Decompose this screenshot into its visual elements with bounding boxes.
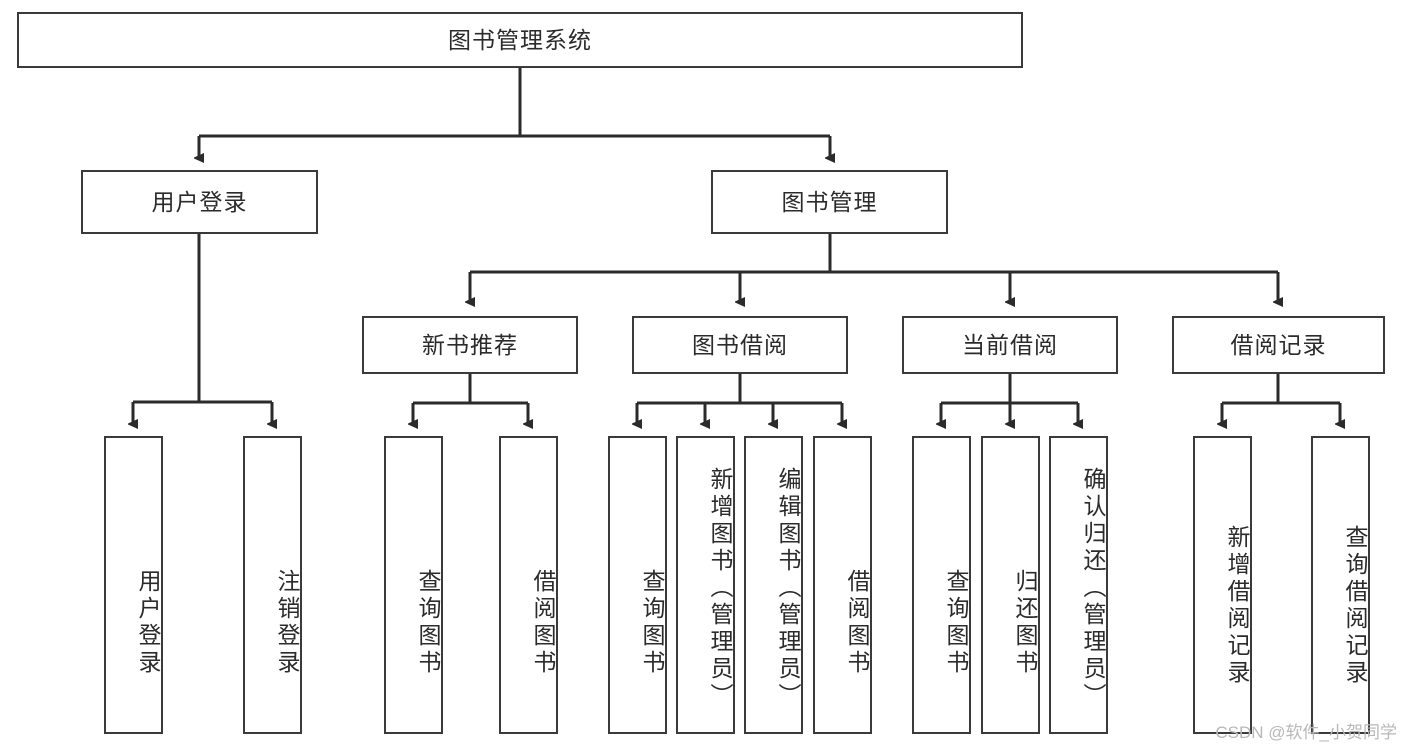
- node-book-borrow[interactable]: 图书借阅: [632, 316, 848, 374]
- node-label: 图书管理: [781, 188, 878, 215]
- node-new-book-recommend[interactable]: 新书推荐: [362, 316, 578, 374]
- node-label: 编辑图书（管理员）: [775, 466, 801, 710]
- node-label: 新增图书（管理员）: [707, 466, 733, 710]
- node-user-login[interactable]: 用户登录: [81, 170, 318, 234]
- node-label: 当前借阅: [962, 331, 1058, 358]
- node-current-borrow[interactable]: 当前借阅: [902, 316, 1118, 374]
- leaf-new-book-query[interactable]: 查询图书: [384, 436, 443, 734]
- node-book-management[interactable]: 图书管理: [711, 170, 948, 234]
- leaf-current-return-book[interactable]: 归还图书: [981, 436, 1040, 734]
- leaf-borrow-add-book[interactable]: 新增图书（管理员）: [676, 436, 735, 734]
- node-label: 图书管理系统: [448, 26, 592, 53]
- leaf-borrow-edit-book[interactable]: 编辑图书（管理员）: [744, 436, 803, 734]
- leaf-record-add[interactable]: 新增借阅记录: [1193, 436, 1252, 734]
- node-label: 借阅图书: [530, 568, 556, 677]
- leaf-borrow-query-book[interactable]: 查询图书: [608, 436, 667, 734]
- node-label: 借阅图书: [844, 568, 870, 677]
- leaf-record-query[interactable]: 查询借阅记录: [1311, 436, 1370, 734]
- node-label: 借阅记录: [1230, 331, 1327, 358]
- node-label: 新增借阅记录: [1224, 525, 1250, 687]
- node-label: 新书推荐: [422, 331, 518, 358]
- leaf-current-confirm-return[interactable]: 确认归还（管理员）: [1049, 436, 1108, 734]
- node-label: 归还图书: [1012, 568, 1038, 677]
- leaf-current-query-book[interactable]: 查询图书: [912, 436, 971, 734]
- watermark-text: CSDN @软件_小贺同学: [1215, 723, 1397, 742]
- node-label: 查询图书: [639, 568, 665, 677]
- node-borrow-record[interactable]: 借阅记录: [1172, 316, 1385, 374]
- node-label: 确认归还（管理员）: [1080, 466, 1106, 710]
- leaf-user-login-signin[interactable]: 用户登录: [104, 436, 163, 734]
- leaf-borrow-borrow-book[interactable]: 借阅图书: [813, 436, 872, 734]
- node-label: 图书借阅: [692, 331, 788, 358]
- node-label: 用户登录: [151, 188, 248, 215]
- node-label: 注销登录: [274, 568, 300, 677]
- node-label: 用户登录: [135, 568, 161, 677]
- leaf-user-login-signout[interactable]: 注销登录: [243, 436, 302, 734]
- node-label: 查询图书: [415, 568, 441, 677]
- leaf-new-book-borrow[interactable]: 借阅图书: [499, 436, 558, 734]
- node-label: 查询借阅记录: [1342, 525, 1368, 687]
- node-root-system[interactable]: 图书管理系统: [17, 12, 1023, 68]
- node-label: 查询图书: [943, 568, 969, 677]
